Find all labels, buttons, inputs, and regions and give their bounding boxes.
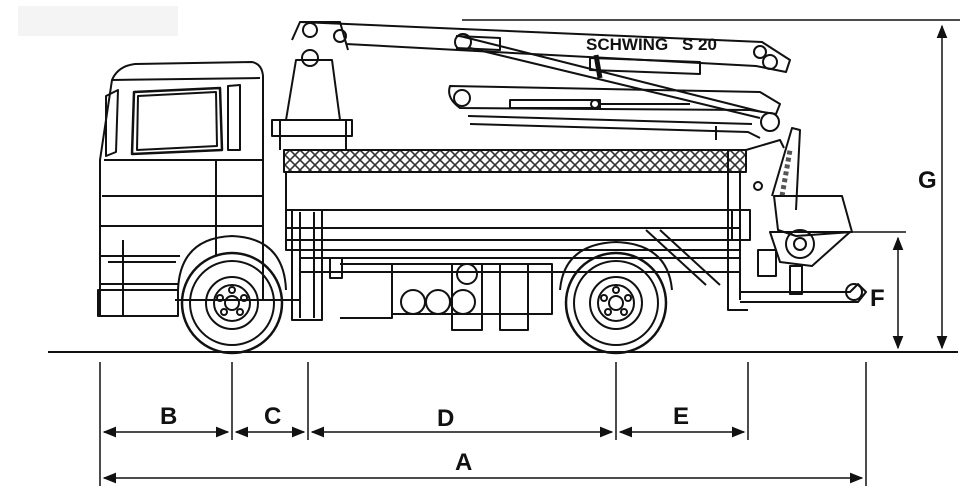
model-name: S 20 [682,35,717,54]
cab [97,61,264,317]
dimension-label-e: E [673,403,689,430]
rear-wheel [559,241,673,355]
corner-smudge [18,6,178,36]
dimension-label-c: C [264,403,281,430]
front-wheel [177,235,287,355]
rear-pump-unit [727,127,867,311]
truck [97,21,867,355]
dimension-label-f: F [870,285,885,312]
dimension-label-b: B [160,403,177,430]
boom-turret [271,21,353,150]
brand-name: SCHWING [586,35,668,54]
dimension-label-a: A [455,449,472,476]
boom [299,21,791,140]
side-equipment [291,209,553,331]
dimension-lines [99,19,960,486]
dimension-label-g: G [918,167,937,194]
dimension-label-d: D [437,405,454,432]
